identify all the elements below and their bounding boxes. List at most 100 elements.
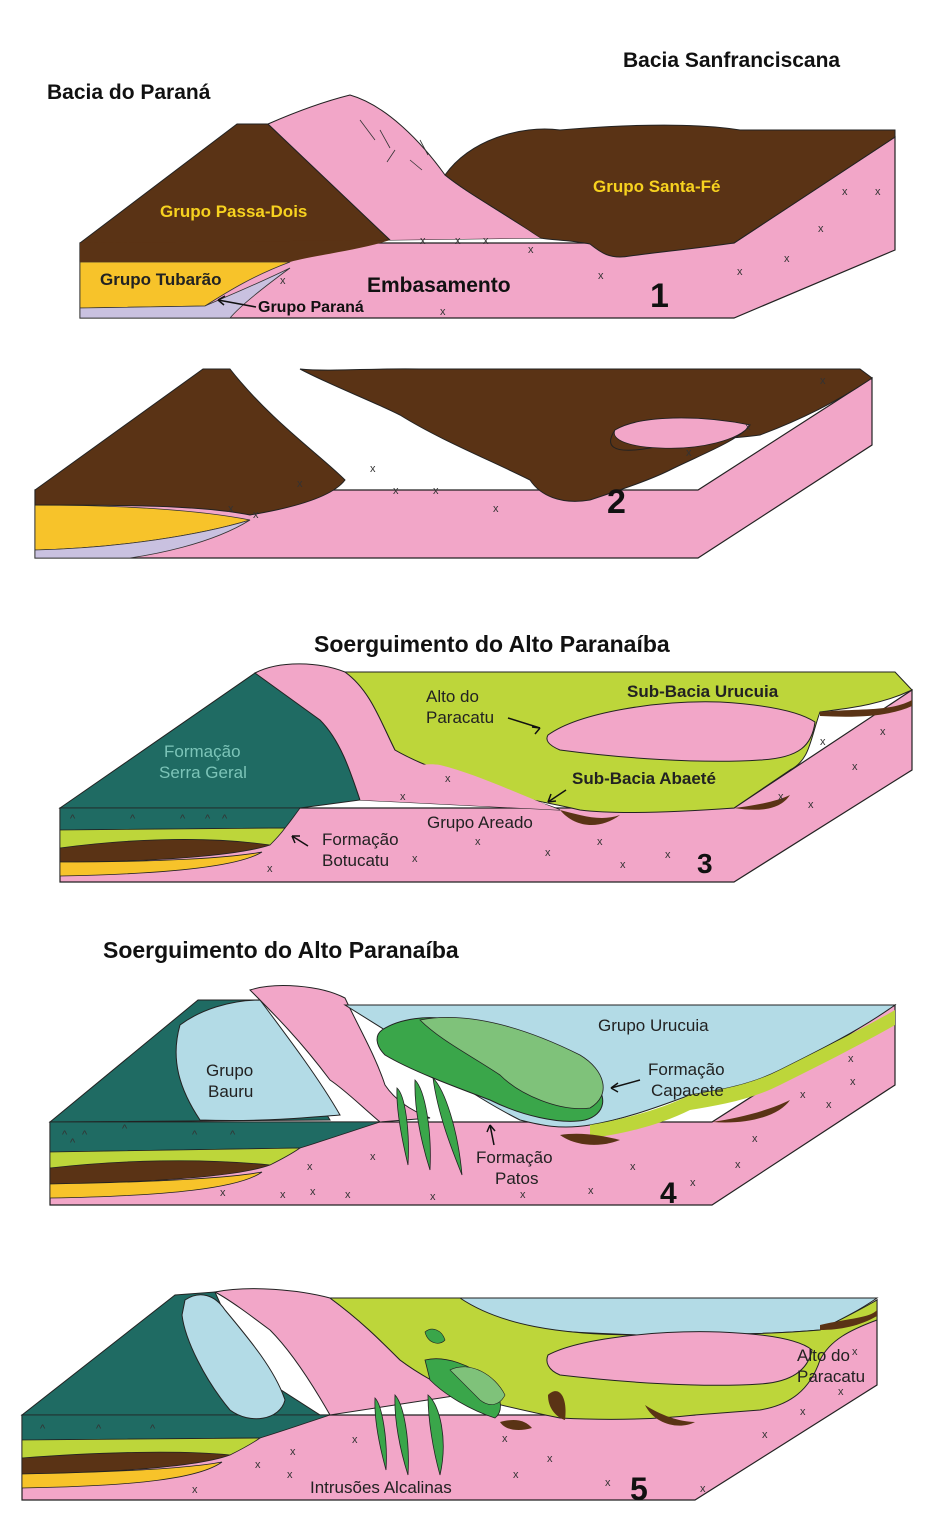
svg-text:x: x xyxy=(745,421,751,433)
svg-text:x: x xyxy=(808,799,814,811)
panel-number-5: 5 xyxy=(630,1471,648,1507)
svg-text:x: x xyxy=(430,1191,436,1203)
svg-text:x: x xyxy=(528,244,534,256)
svg-text:x: x xyxy=(737,266,743,278)
svg-text:x: x xyxy=(588,1185,594,1197)
svg-text:x: x xyxy=(820,736,826,748)
svg-text:x: x xyxy=(255,1459,261,1471)
svg-text:^: ^ xyxy=(96,1423,102,1435)
svg-text:x: x xyxy=(545,847,551,859)
svg-text:x: x xyxy=(784,253,790,265)
label-grupo-urucuia: Grupo Urucuia xyxy=(598,1016,709,1035)
svg-text:x: x xyxy=(778,791,784,803)
label-capacete-1: Formação xyxy=(648,1060,725,1079)
svg-text:x: x xyxy=(502,1433,508,1445)
svg-text:x: x xyxy=(605,1477,611,1489)
svg-text:x: x xyxy=(700,1483,706,1495)
label-capacete-2: Capacete xyxy=(651,1081,724,1100)
svg-text:^: ^ xyxy=(205,813,211,825)
label-serra-geral-2: Serra Geral xyxy=(159,763,247,782)
svg-text:x: x xyxy=(412,853,418,865)
label-grupo-areado: Grupo Areado xyxy=(427,813,533,832)
svg-text:x: x xyxy=(513,1469,519,1481)
panel-number-2: 2 xyxy=(607,483,626,521)
panel-3: ^^^ ^^ xxx xxx xxx xxx xx Formação Serra… xyxy=(60,664,912,882)
svg-text:x: x xyxy=(850,1076,856,1088)
svg-text:x: x xyxy=(820,375,826,387)
label-intrusoes: Intrusões Alcalinas xyxy=(310,1478,452,1497)
svg-text:x: x xyxy=(875,186,881,198)
panel-number-3: 3 xyxy=(697,848,713,879)
svg-text:x: x xyxy=(192,1484,198,1496)
svg-text:x: x xyxy=(630,1161,636,1173)
svg-text:x: x xyxy=(852,1346,858,1358)
label-bauru-2: Bauru xyxy=(208,1082,253,1101)
svg-text:x: x xyxy=(455,235,461,247)
svg-text:x: x xyxy=(735,1159,741,1171)
svg-text:^: ^ xyxy=(180,813,186,825)
label-embasamento: Embasamento xyxy=(367,274,511,297)
label-botucatu-2: Botucatu xyxy=(322,851,389,870)
label-botucatu-1: Formação xyxy=(322,830,399,849)
svg-text:x: x xyxy=(690,1177,696,1189)
label-tubarao: Grupo Tubarão xyxy=(100,270,222,289)
svg-text:x: x xyxy=(310,1186,316,1198)
svg-text:x: x xyxy=(220,1187,226,1199)
svg-text:^: ^ xyxy=(150,1423,156,1435)
label-alto-paracatu5-1: Alto do xyxy=(797,1346,850,1365)
svg-text:x: x xyxy=(370,1151,376,1163)
svg-text:x: x xyxy=(297,478,303,490)
svg-text:^: ^ xyxy=(130,813,136,825)
svg-text:^: ^ xyxy=(70,1137,76,1149)
svg-text:^: ^ xyxy=(222,813,228,825)
label-parana: Grupo Paraná xyxy=(258,299,364,316)
label-patos-1: Formação xyxy=(476,1148,553,1167)
label-sub-bacia-urucuia: Sub-Bacia Urucuia xyxy=(627,682,779,701)
svg-text:x: x xyxy=(228,503,234,515)
svg-text:x: x xyxy=(620,859,626,871)
svg-text:x: x xyxy=(440,306,446,318)
svg-text:x: x xyxy=(483,235,489,247)
svg-text:x: x xyxy=(253,509,259,521)
label-alto-paracatu-1: Alto do xyxy=(426,687,479,706)
label-alto-paracatu-2: Paracatu xyxy=(426,708,494,727)
svg-text:x: x xyxy=(280,275,286,287)
svg-text:x: x xyxy=(475,836,481,848)
svg-text:^: ^ xyxy=(40,1423,46,1435)
svg-text:x: x xyxy=(280,1189,286,1201)
svg-text:x: x xyxy=(420,235,426,247)
svg-text:x: x xyxy=(665,849,671,861)
svg-text:x: x xyxy=(287,1469,293,1481)
label-passa-dois: Grupo Passa-Dois xyxy=(160,202,307,221)
panel-number-1: 1 xyxy=(650,277,669,315)
svg-text:x: x xyxy=(826,1099,832,1111)
svg-text:^: ^ xyxy=(82,1129,88,1141)
svg-text:x: x xyxy=(800,1089,806,1101)
label-sub-bacia-abaete: Sub-Bacia Abaeté xyxy=(572,769,716,788)
label-alto-paracatu5-2: Paracatu xyxy=(797,1367,865,1386)
svg-text:x: x xyxy=(598,270,604,282)
svg-text:x: x xyxy=(800,1406,806,1418)
svg-text:x: x xyxy=(838,1386,844,1398)
svg-text:x: x xyxy=(352,1434,358,1446)
svg-text:^: ^ xyxy=(122,1123,128,1135)
svg-text:x: x xyxy=(433,485,439,497)
svg-text:x: x xyxy=(370,463,376,475)
svg-text:x: x xyxy=(520,1189,526,1201)
label-patos-2: Patos xyxy=(495,1169,538,1188)
svg-text:x: x xyxy=(842,186,848,198)
svg-text:x: x xyxy=(852,761,858,773)
svg-text:^: ^ xyxy=(62,1129,68,1141)
svg-text:x: x xyxy=(880,726,886,738)
label-santa-fe: Grupo Santa-Fé xyxy=(593,177,721,196)
svg-text:x: x xyxy=(290,1446,296,1458)
svg-text:x: x xyxy=(345,1189,351,1201)
svg-text:x: x xyxy=(547,1453,553,1465)
svg-text:^: ^ xyxy=(70,813,76,825)
svg-text:x: x xyxy=(762,1429,768,1441)
svg-text:x: x xyxy=(752,1133,758,1145)
svg-text:x: x xyxy=(267,863,273,875)
